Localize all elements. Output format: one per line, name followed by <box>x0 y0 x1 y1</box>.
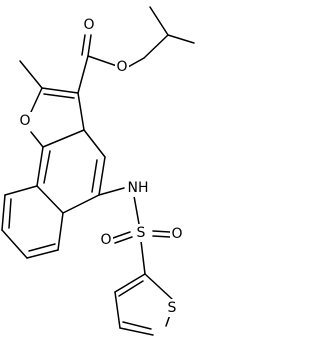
bond <box>87 34 92 57</box>
bond <box>4 185 38 196</box>
atom-label: O <box>116 59 127 75</box>
bond <box>57 212 64 251</box>
atom-o-carbonyl: O <box>82 16 96 34</box>
bond <box>118 280 144 297</box>
bond <box>149 6 169 36</box>
bond <box>30 87 43 113</box>
bond <box>62 194 100 214</box>
molecule-structure: O O O NH S O O S <box>1 6 195 336</box>
bond <box>77 55 89 94</box>
bond <box>83 129 106 158</box>
bond <box>43 93 75 99</box>
bond <box>36 146 44 187</box>
bond <box>119 327 154 336</box>
bond <box>98 187 125 196</box>
bond <box>1 229 28 259</box>
bond <box>114 291 121 329</box>
bond <box>19 60 43 89</box>
atom-o-ester: O <box>115 58 129 76</box>
bond <box>43 150 51 184</box>
bond <box>8 198 12 229</box>
atom-label: O <box>100 232 111 248</box>
atom-o-furan: O <box>18 112 32 130</box>
atom-labels: O O O NH S O O S <box>18 16 184 317</box>
bond <box>36 185 64 214</box>
bond <box>143 34 169 59</box>
atom-s-sulfonyl: S <box>134 224 148 242</box>
bond <box>81 34 86 56</box>
bond <box>133 195 140 225</box>
atom-label: O <box>83 17 94 33</box>
atom-label: NH <box>128 180 149 196</box>
bond <box>26 249 59 259</box>
atom-nh: NH <box>125 179 151 197</box>
bond <box>127 57 145 68</box>
bond <box>1 194 6 231</box>
bond <box>140 240 146 275</box>
structure-drawing: O O O NH S O O S <box>1 6 195 336</box>
bond <box>42 129 85 148</box>
atom-label: O <box>19 113 30 129</box>
bond <box>144 273 173 300</box>
bond <box>77 92 85 131</box>
bond <box>41 87 79 94</box>
atom-s-thiophene: S <box>165 299 179 317</box>
atom-label: O <box>171 226 182 242</box>
bond <box>152 235 171 238</box>
bond <box>91 159 98 193</box>
bond <box>152 230 171 233</box>
atom-o-sulfonyl-left: O <box>99 231 113 249</box>
atom-label: S <box>168 300 177 316</box>
bond <box>122 321 152 330</box>
bond <box>167 34 195 44</box>
bond-lines <box>1 6 195 336</box>
bond <box>87 55 118 67</box>
bond <box>28 243 56 252</box>
bond <box>114 273 146 293</box>
bond <box>112 231 131 239</box>
bond <box>30 131 44 148</box>
bond <box>98 156 106 196</box>
atom-o-sulfonyl-right: O <box>170 225 184 243</box>
bond <box>114 236 133 244</box>
atom-label: S <box>137 225 146 241</box>
